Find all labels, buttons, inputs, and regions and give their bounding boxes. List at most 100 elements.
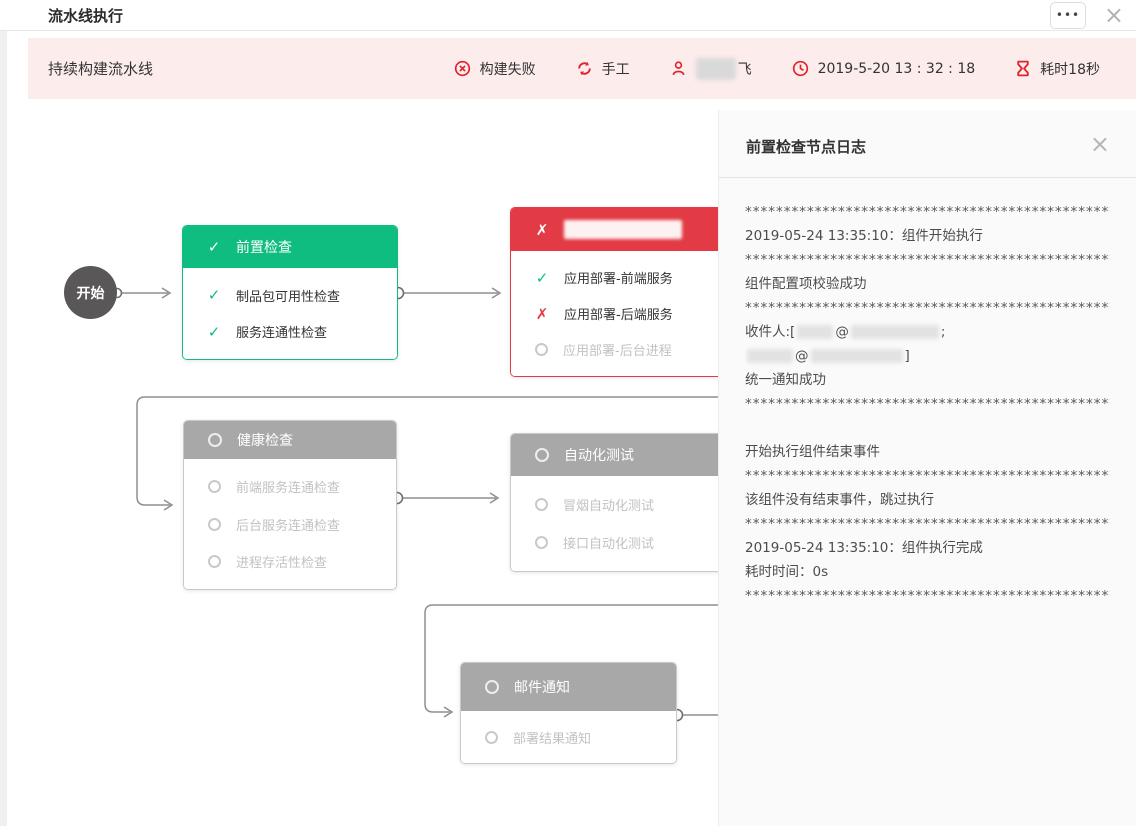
start-node: 开始 bbox=[64, 266, 117, 319]
trigger-type: 手工 bbox=[576, 59, 630, 79]
stage-header-deploy[interactable]: ✗ bbox=[511, 208, 741, 251]
pending-circle-icon bbox=[535, 498, 548, 511]
trigger-user: 飞 bbox=[670, 57, 752, 80]
build-time: 2019-5-20 13 : 32 : 18 bbox=[792, 60, 976, 77]
window-close-icon[interactable]: × bbox=[1103, 1, 1124, 29]
log-line: ****************************************… bbox=[745, 468, 1110, 484]
stage-step[interactable]: 应用部署-后台进程 bbox=[511, 340, 741, 359]
pending-circle-icon bbox=[535, 536, 548, 549]
stage-header-health[interactable]: 健康检查 bbox=[184, 421, 396, 459]
stage-body-precheck: ✓ 制品包可用性检查 ✓服务连通性检查 bbox=[183, 268, 397, 359]
stage-node-health[interactable]: 健康检查前端服务连通检查后台服务连通检查进程存活性检查 bbox=[183, 420, 397, 590]
log-line: ****************************************… bbox=[745, 588, 1110, 604]
build-duration: 耗时18秒 bbox=[1015, 59, 1100, 79]
stage-title-redacted bbox=[564, 220, 682, 239]
stage-step-label: 应用部署-前端服务 bbox=[564, 272, 673, 287]
stage-step[interactable]: 接口自动化测试 bbox=[511, 533, 744, 552]
trigger-user-label: 飞 bbox=[737, 61, 752, 78]
log-panel-title: 前置检查节点日志 bbox=[746, 138, 867, 156]
pending-circle-icon bbox=[208, 433, 222, 447]
log-line: 统一通知成功 bbox=[745, 372, 826, 388]
log-line: 组件配置项校验成功 bbox=[745, 276, 867, 292]
log-line: ****************************************… bbox=[745, 396, 1110, 412]
left-edge-strip bbox=[0, 31, 7, 826]
page-title: 流水线执行 bbox=[48, 7, 124, 25]
log-text-segment: 收件人:[ bbox=[745, 324, 796, 340]
log-line: 该组件没有结束事件，跳过执行 bbox=[745, 492, 934, 508]
stage-header-autotest[interactable]: 自动化测试 bbox=[511, 434, 744, 476]
stage-node-autotest[interactable]: 自动化测试冒烟自动化测试接口自动化测试 bbox=[510, 433, 745, 572]
log-line: 耗时时间：0s bbox=[745, 564, 829, 580]
stage-step-label: 接口自动化测试 bbox=[563, 537, 655, 552]
stage-title: 自动化测试 bbox=[564, 448, 634, 464]
stage-title: 邮件通知 bbox=[514, 680, 570, 696]
stage-title: 健康检查 bbox=[237, 433, 293, 449]
log-line: ****************************************… bbox=[745, 204, 1110, 220]
stage-node-deploy[interactable]: ✗ ✓应用部署-前端服务 ✗应用部署-后端服务应用部署-后台进程 bbox=[510, 207, 742, 377]
log-text-segment: ; bbox=[940, 324, 946, 340]
check-icon: ✓ bbox=[207, 286, 221, 305]
circle-x-icon bbox=[454, 60, 470, 77]
log-line: @] bbox=[745, 344, 1110, 368]
log-text-segment: ] bbox=[904, 348, 910, 364]
log-redacted-segment bbox=[850, 325, 939, 339]
stage-step[interactable]: ✓ 制品包可用性检查 bbox=[183, 286, 397, 305]
stage-step-label: 进程存活性检查 bbox=[236, 555, 328, 571]
log-redacted-segment bbox=[810, 349, 903, 363]
pending-circle-icon bbox=[535, 343, 548, 356]
build-time-label: 2019-5-20 13 : 32 : 18 bbox=[817, 60, 976, 77]
fail-x-icon: ✗ bbox=[535, 304, 549, 323]
pending-circle-icon bbox=[208, 480, 221, 494]
more-actions-button[interactable]: ••• bbox=[1050, 2, 1086, 29]
stage-step[interactable]: ✓服务连通性检查 bbox=[183, 322, 397, 342]
log-panel-close-icon[interactable]: × bbox=[1089, 130, 1110, 158]
stage-step-label: 应用部署-后台进程 bbox=[563, 344, 672, 359]
stage-node-precheck[interactable]: ✓前置检查 ✓ 制品包可用性检查 ✓服务连通性检查 bbox=[182, 225, 398, 360]
stage-step[interactable]: 后台服务连通检查 bbox=[184, 515, 396, 534]
log-line: 开始执行组件结束事件 bbox=[745, 444, 880, 460]
stage-body-deploy: ✓应用部署-前端服务 ✗应用部署-后端服务应用部署-后台进程 bbox=[511, 251, 741, 376]
stage-step-label: 冒烟自动化测试 bbox=[563, 499, 655, 514]
log-line: 2019-05-24 13:35:10：组件执行完成 bbox=[745, 540, 983, 556]
log-line: ****************************************… bbox=[745, 252, 1110, 268]
trigger-type-label: 手工 bbox=[601, 61, 630, 78]
pending-circle-icon bbox=[485, 680, 499, 694]
build-result-label: 构建失败 bbox=[479, 61, 536, 78]
stage-step[interactable]: 冒烟自动化测试 bbox=[511, 495, 744, 514]
hourglass-icon bbox=[1017, 60, 1029, 77]
stage-step[interactable]: 部署结果通知 bbox=[461, 728, 676, 747]
log-line: ****************************************… bbox=[745, 516, 1110, 532]
stage-step[interactable]: 前端服务连通检查 bbox=[184, 477, 396, 496]
titlebar: 流水线执行 ••• × bbox=[0, 0, 1136, 31]
stage-header-precheck[interactable]: ✓前置检查 bbox=[183, 226, 397, 268]
person-icon bbox=[672, 61, 685, 76]
pending-circle-icon bbox=[535, 448, 549, 462]
stage-body-autotest: 冒烟自动化测试接口自动化测试 bbox=[511, 476, 744, 571]
log-text-segment: @ bbox=[795, 348, 809, 364]
start-node-label: 开始 bbox=[76, 285, 105, 302]
stage-step[interactable]: ✗应用部署-后端服务 bbox=[511, 304, 741, 324]
refresh-icon bbox=[577, 61, 591, 76]
log-line: 收件人:[ @; bbox=[745, 320, 1110, 344]
stage-step-label: 部署结果通知 bbox=[513, 731, 592, 747]
stage-node-mail[interactable]: 邮件通知部署结果通知 bbox=[460, 662, 677, 764]
log-text-segment: @ bbox=[835, 324, 849, 340]
stage-header-mail[interactable]: 邮件通知 bbox=[461, 663, 676, 711]
stage-step[interactable]: 进程存活性检查 bbox=[184, 552, 396, 571]
build-result: 构建失败 bbox=[454, 59, 536, 79]
log-redacted-segment bbox=[747, 349, 793, 363]
stage-step-label: 制品包可用性检查 bbox=[236, 289, 341, 305]
log-line: ****************************************… bbox=[745, 300, 1110, 316]
log-line bbox=[745, 416, 1110, 440]
pipeline-name: 持续构建流水线 bbox=[48, 60, 154, 78]
check-icon: ✓ bbox=[207, 322, 221, 341]
pending-circle-icon bbox=[208, 517, 221, 531]
log-panel-header: 前置检查节点日志 × bbox=[719, 110, 1136, 178]
build-duration-label: 耗时18秒 bbox=[1040, 61, 1100, 78]
log-content: ****************************************… bbox=[719, 178, 1136, 608]
stage-step[interactable]: ✓应用部署-前端服务 bbox=[511, 268, 741, 288]
stage-step-label: 前端服务连通检查 bbox=[236, 481, 341, 497]
stage-body-mail: 部署结果通知 bbox=[461, 711, 676, 763]
